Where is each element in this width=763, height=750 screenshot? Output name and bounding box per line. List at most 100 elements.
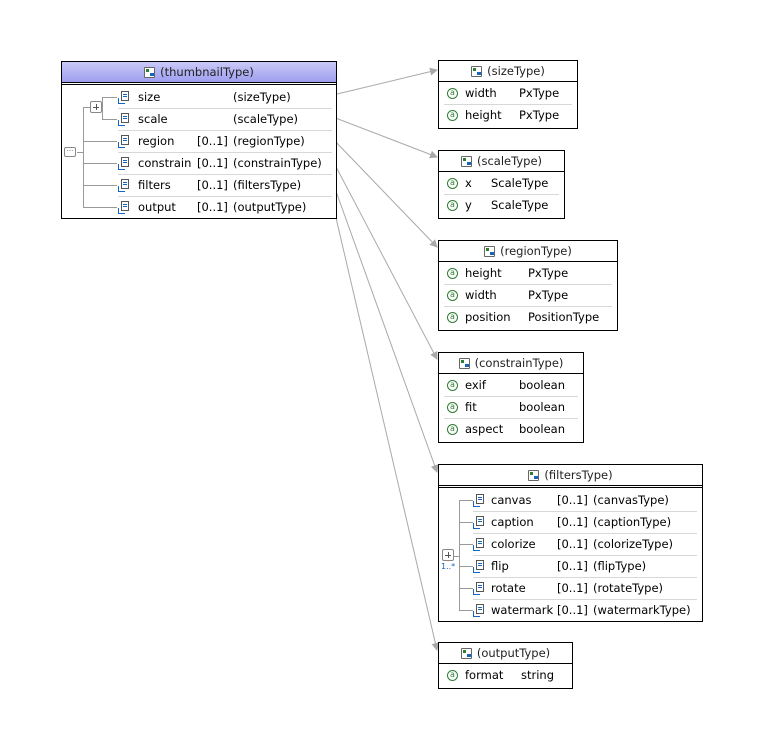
row-type: (canvasType) bbox=[593, 493, 669, 507]
element-icon bbox=[473, 560, 485, 573]
output-type-box[interactable]: (outputType) a format string bbox=[438, 642, 573, 689]
row-type: (watermarkType) bbox=[593, 603, 691, 617]
attr-name: format bbox=[465, 668, 504, 682]
row-mult: [0..1] bbox=[557, 537, 588, 551]
thumbnail-type-box[interactable]: (thumbnailType) ··· size (sizeType) scal… bbox=[61, 61, 337, 219]
element-icon bbox=[118, 91, 130, 104]
row-name: filters bbox=[138, 178, 171, 192]
element-icon bbox=[118, 113, 130, 126]
size-type-title: (sizeType) bbox=[439, 61, 577, 82]
attribute-icon: a bbox=[447, 423, 458, 435]
thumbnail-row-filters[interactable]: filters [0..1] (filtersType) bbox=[118, 174, 332, 196]
choice-multiplicity: 1..* bbox=[441, 562, 456, 571]
size-type-box[interactable]: (sizeType) a width PxType a height PxTyp… bbox=[438, 60, 578, 129]
connector-size bbox=[332, 67, 438, 96]
complex-type-icon bbox=[458, 357, 470, 369]
filters-type-box[interactable]: (filtersType) 1..* canvas [0..1] (canvas… bbox=[438, 464, 703, 622]
filters-row-rotate[interactable]: rotate [0..1] (rotateType) bbox=[473, 577, 697, 599]
scale-type-title: (scaleType) bbox=[439, 151, 564, 172]
attribute-icon: a bbox=[447, 379, 458, 391]
attr-name: width bbox=[465, 288, 497, 302]
element-icon bbox=[473, 494, 485, 507]
row-type: (regionType) bbox=[233, 134, 305, 148]
connector-output bbox=[332, 204, 440, 651]
attr-row[interactable]: a width PxType bbox=[447, 82, 571, 104]
scale-type-box[interactable]: (scaleType) a x ScaleType a y ScaleType bbox=[438, 150, 565, 219]
filters-row-watermark[interactable]: watermark [0..1] (watermarkType) bbox=[473, 599, 697, 621]
attr-row[interactable]: a y ScaleType bbox=[447, 194, 559, 216]
row-type: (sizeType) bbox=[233, 90, 291, 104]
attr-name: position bbox=[465, 310, 511, 324]
choice-icon bbox=[442, 549, 454, 561]
attr-row[interactable]: a aspect boolean bbox=[447, 418, 577, 440]
attr-name: width bbox=[465, 86, 497, 100]
attr-type: PositionType bbox=[528, 310, 600, 324]
row-name: region bbox=[138, 134, 175, 148]
attr-row[interactable]: a height PxType bbox=[447, 104, 571, 126]
region-type-box[interactable]: (regionType) a height PxType a width PxT… bbox=[438, 240, 618, 331]
row-type: (flipType) bbox=[593, 559, 647, 573]
row-mult: [0..1] bbox=[197, 178, 228, 192]
complex-type-icon bbox=[471, 65, 483, 77]
thumbnail-row-constrain[interactable]: constrain [0..1] (constrainType) bbox=[118, 152, 332, 174]
row-type: (outputType) bbox=[233, 200, 307, 214]
region-type-title-text: (regionType) bbox=[500, 244, 572, 258]
sequence-icon: ··· bbox=[64, 147, 76, 157]
row-type: (captionType) bbox=[593, 515, 672, 529]
attr-row[interactable]: a width PxType bbox=[447, 284, 611, 306]
size-type-title-text: (sizeType) bbox=[487, 64, 545, 78]
thumbnail-row-region[interactable]: region [0..1] (regionType) bbox=[118, 130, 332, 152]
row-mult: [0..1] bbox=[557, 581, 588, 595]
filters-type-title: (filtersType) bbox=[439, 465, 702, 486]
filters-row-flip[interactable]: flip [0..1] (flipType) bbox=[473, 555, 697, 577]
row-mult: [0..1] bbox=[197, 156, 228, 170]
constrain-type-box[interactable]: (constrainType) a exif boolean a fit boo… bbox=[438, 352, 584, 443]
attribute-icon: a bbox=[447, 109, 458, 121]
attr-row[interactable]: a position PositionType bbox=[447, 306, 611, 328]
attr-type: boolean bbox=[519, 422, 565, 436]
thumbnail-type-title: (thumbnailType) bbox=[62, 62, 336, 83]
complex-type-icon bbox=[484, 245, 496, 257]
row-name: output bbox=[138, 200, 176, 214]
attr-row[interactable]: a format string bbox=[447, 664, 567, 686]
attr-type: string bbox=[521, 668, 555, 682]
complex-type-icon bbox=[144, 66, 156, 78]
complex-type-icon bbox=[460, 155, 472, 167]
constrain-type-title: (constrainType) bbox=[439, 353, 583, 374]
attr-row[interactable]: a x ScaleType bbox=[447, 172, 559, 194]
thumbnail-type-title-text: (thumbnailType) bbox=[160, 65, 254, 79]
attribute-icon: a bbox=[447, 401, 458, 413]
attribute-icon: a bbox=[447, 199, 458, 211]
attr-row[interactable]: a height PxType bbox=[447, 262, 611, 284]
attr-type: PxType bbox=[528, 288, 569, 302]
filters-row-canvas[interactable]: canvas [0..1] (canvasType) bbox=[473, 489, 697, 511]
attr-type: PxType bbox=[519, 108, 560, 122]
thumbnail-row-scale[interactable]: scale (scaleType) bbox=[118, 108, 332, 130]
element-icon bbox=[473, 538, 485, 551]
attr-name: fit bbox=[465, 400, 477, 414]
thumbnail-row-output[interactable]: output [0..1] (outputType) bbox=[118, 196, 332, 218]
connector-scale bbox=[332, 116, 438, 159]
output-type-title: (outputType) bbox=[439, 643, 572, 664]
attr-type: boolean bbox=[519, 378, 565, 392]
attr-row[interactable]: a exif boolean bbox=[447, 374, 577, 396]
row-mult: [0..1] bbox=[197, 134, 228, 148]
attr-row[interactable]: a fit boolean bbox=[447, 396, 577, 418]
row-name: caption bbox=[491, 515, 534, 529]
constrain-type-title-text: (constrainType) bbox=[474, 356, 564, 370]
row-mult: [0..1] bbox=[557, 493, 588, 507]
attribute-icon: a bbox=[447, 289, 458, 301]
filters-row-colorize[interactable]: colorize [0..1] (colorizeType) bbox=[473, 533, 697, 555]
attr-name: exif bbox=[465, 378, 486, 392]
element-icon bbox=[118, 201, 130, 214]
attr-type: PxType bbox=[528, 266, 569, 280]
attr-type: boolean bbox=[519, 400, 565, 414]
thumbnail-row-size[interactable]: size (sizeType) bbox=[118, 86, 332, 108]
row-mult: [0..1] bbox=[197, 200, 228, 214]
choice-icon bbox=[90, 101, 102, 113]
filters-row-caption[interactable]: caption [0..1] (captionType) bbox=[473, 511, 697, 533]
row-name: flip bbox=[491, 559, 509, 573]
row-mult: [0..1] bbox=[557, 603, 588, 617]
attr-type: ScaleType bbox=[491, 198, 549, 212]
row-name: canvas bbox=[491, 493, 532, 507]
